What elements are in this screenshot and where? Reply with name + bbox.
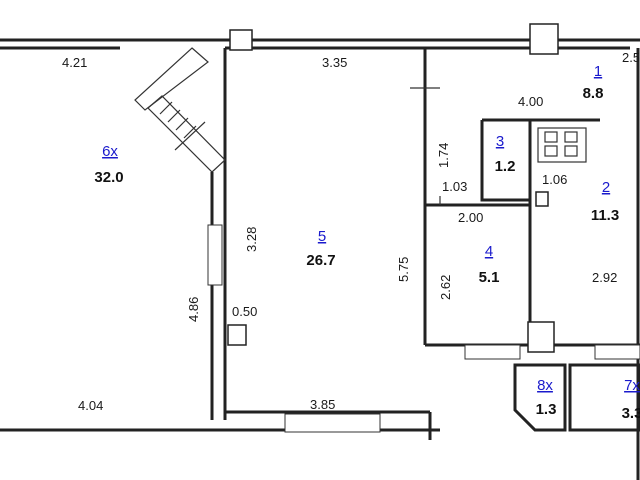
room-labels: 1 8.8 2 11.3 3 1.2 4 5.1 5 26.7 6х 32.0 …: [94, 63, 640, 422]
dim-4-21: 4.21: [62, 55, 87, 70]
stove-appliance: [535, 127, 587, 207]
dim-3-85: 3.85: [310, 397, 335, 412]
radiator: [227, 324, 247, 346]
room-area-1: 8.8: [583, 85, 604, 102]
dim-3-28: 3.28: [244, 227, 259, 252]
dim-3-35: 3.35: [322, 55, 347, 70]
dim-5-75: 5.75: [396, 257, 411, 282]
column-top-1: [229, 29, 253, 51]
dim-2-62: 2.62: [438, 275, 453, 300]
window-bottom-right: [594, 344, 640, 360]
room-number-6x: 6х: [102, 143, 118, 160]
room-number-4: 4: [485, 243, 493, 260]
room-area-6x: 32.0: [94, 169, 123, 186]
dim-4-00: 4.00: [518, 94, 543, 109]
room-number-1: 1: [594, 63, 602, 80]
window-bottom-left: [284, 413, 381, 433]
room-number-5: 5: [318, 228, 326, 245]
room-number-2: 2: [602, 179, 610, 196]
room-area-2: 11.3: [591, 207, 619, 224]
room-number-8x: 8х: [537, 377, 553, 394]
dim-1-74: 1.74: [436, 143, 451, 168]
dim-1-03: 1.03: [442, 179, 467, 194]
room-area-5: 26.7: [306, 252, 335, 269]
room-area-3: 1.2: [495, 158, 516, 175]
dimension-labels: 4.21 3.35 2.5 4.00 1.74 1.03 1.06 2.00 3…: [62, 50, 640, 413]
column-top-2: [529, 23, 559, 55]
room-number-3: 3: [496, 133, 504, 150]
dim-1-06: 1.06: [542, 172, 567, 187]
room-area-8x: 1.3: [536, 401, 557, 418]
column-mid: [527, 321, 555, 353]
dim-2-00: 2.00: [458, 210, 483, 225]
loggia-8x: [513, 363, 567, 432]
dim-4-04: 4.04: [78, 398, 103, 413]
bay-window: [134, 47, 226, 420]
room-area-4: 5.1: [479, 269, 500, 286]
dim-2-92: 2.92: [592, 270, 617, 285]
dim-4-86: 4.86: [186, 297, 201, 322]
room-area-7x: 3.3: [622, 405, 640, 422]
window-bottom-mid: [464, 344, 521, 360]
dim-2-5: 2.5: [622, 50, 640, 65]
room-number-7x: 7х: [624, 377, 640, 394]
dim-0-50: 0.50: [232, 304, 257, 319]
loggia-7x: [568, 363, 640, 432]
